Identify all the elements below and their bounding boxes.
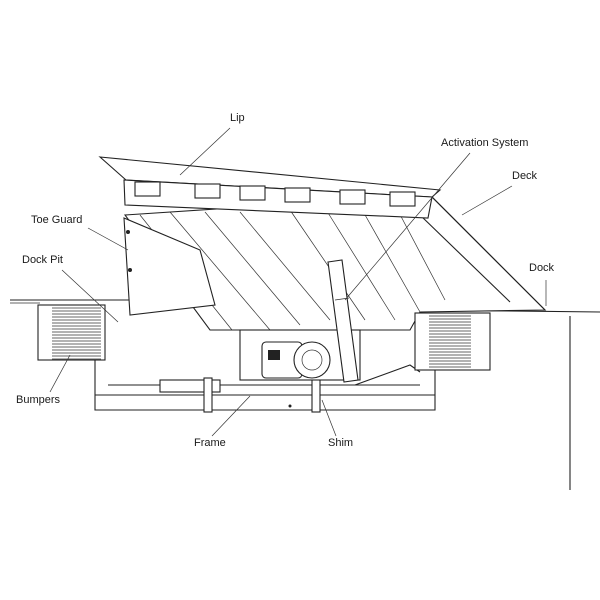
label-frame: Frame xyxy=(194,437,226,449)
bumper-right xyxy=(414,312,491,371)
label-dock: Dock xyxy=(529,262,555,274)
motor xyxy=(261,341,331,379)
label-shim: Shim xyxy=(328,437,354,449)
label-dock-pit: Dock Pit xyxy=(22,254,63,266)
toe-guard xyxy=(123,217,216,316)
bumper-left xyxy=(37,304,106,361)
label-activation-system: Activation System xyxy=(441,137,529,149)
frame xyxy=(94,330,436,413)
floor-left xyxy=(10,299,130,304)
label-lip: Lip xyxy=(230,112,245,124)
label-deck: Deck xyxy=(512,170,538,182)
leader-lines xyxy=(49,127,547,437)
label-toe-guard: Toe Guard xyxy=(31,214,83,226)
lip xyxy=(98,156,442,219)
label-bumpers: Bumpers xyxy=(16,394,61,406)
